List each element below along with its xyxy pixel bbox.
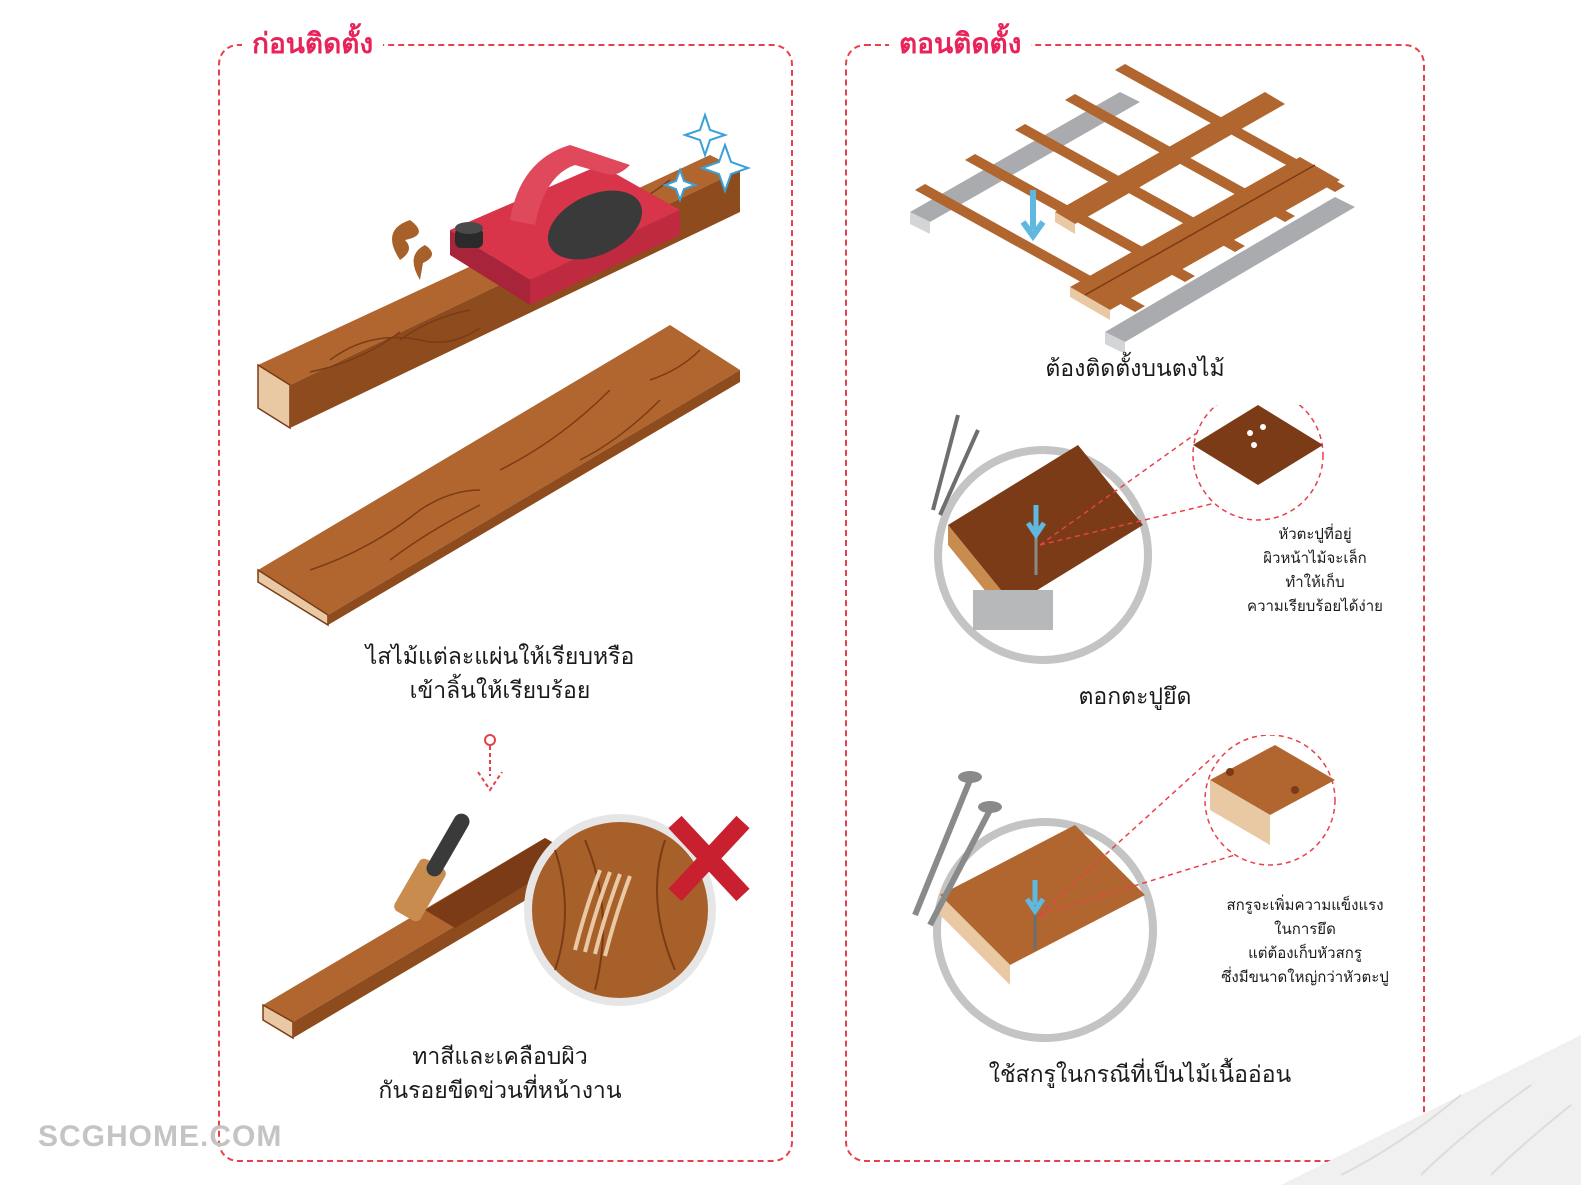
caption-install-on-joist: ต้องติดตั้งบนตงไม้ xyxy=(1045,356,1225,382)
caption-plane-wood-line1: ไสไม้แต่ละแผ่นให้เรียบหรือ xyxy=(365,644,635,670)
nail-note-line1: หัวตะปูที่อยู่ xyxy=(1278,525,1352,543)
panel-during-install: ตอนติดตั้ง xyxy=(845,24,1425,1162)
caption-nail-fix: ตอกตะปูยึด xyxy=(1078,684,1192,710)
nail-note-line2: ผิวหน้าไม้จะเล็ก xyxy=(1263,549,1367,567)
caption-plane-wood: ไสไม้แต่ละแผ่นให้เรียบหรือ เข้าลิ้นให้เร… xyxy=(310,640,690,708)
caption-use-screw: ใช้สกรูในกรณีที่เป็นไม้เนื้ออ่อน xyxy=(988,1062,1292,1088)
corner-wood-decoration xyxy=(1281,1035,1581,1185)
caption-paint-coat-line1: ทาสีและเคลือบผิว xyxy=(412,1044,588,1070)
screw-note-line2: ในการยึด xyxy=(1274,920,1336,938)
screw-note: สกรูจะเพิ่มความแข็งแรง ในการยึด แต่ต้องเ… xyxy=(1190,893,1420,989)
nail-illustration xyxy=(931,405,1324,664)
painting-plank-illustration xyxy=(262,813,750,1040)
panel-before-install: ก่อนติดตั้ง xyxy=(218,24,793,1162)
screw-note-line1: สกรูจะเพิ่มความแข็งแรง xyxy=(1226,896,1384,914)
screw-note-line3: แต่ต้องเก็บหัวสกรู xyxy=(1248,944,1362,962)
panel-before-title: ก่อนติดตั้ง xyxy=(242,24,384,64)
watermark: SCGHOME.COM xyxy=(38,1120,283,1153)
tongue-groove-plank-illustration xyxy=(257,325,740,627)
nail-note-line3: ทำให้เก็บ xyxy=(1285,573,1345,591)
joist-frame-illustration xyxy=(910,64,1355,352)
nail-note-line4: ความเรียบร้อยได้ง่าย xyxy=(1247,597,1383,615)
screw-note-line4: ซึ่งมีขนาดใหญ่กว่าหัวตะปู xyxy=(1221,968,1389,986)
down-arrow-icon xyxy=(477,734,503,792)
panel-during-title: ตอนติดตั้ง xyxy=(889,24,1032,64)
caption-paint-coat: ทาสีและเคลือบผิว กันรอยขีดข่วนที่หน้างาน xyxy=(310,1040,690,1108)
caption-plane-wood-line2: เข้าลิ้นให้เรียบร้อย xyxy=(409,678,591,704)
wrong-x-icon xyxy=(668,815,750,902)
screw-illustration xyxy=(912,735,1336,1042)
planer-illustration xyxy=(257,111,752,430)
nail-note: หัวตะปูที่อยู่ ผิวหน้าไม้จะเล็ก ทำให้เก็… xyxy=(1215,522,1415,618)
caption-paint-coat-line2: กันรอยขีดข่วนที่หน้างาน xyxy=(378,1078,622,1104)
